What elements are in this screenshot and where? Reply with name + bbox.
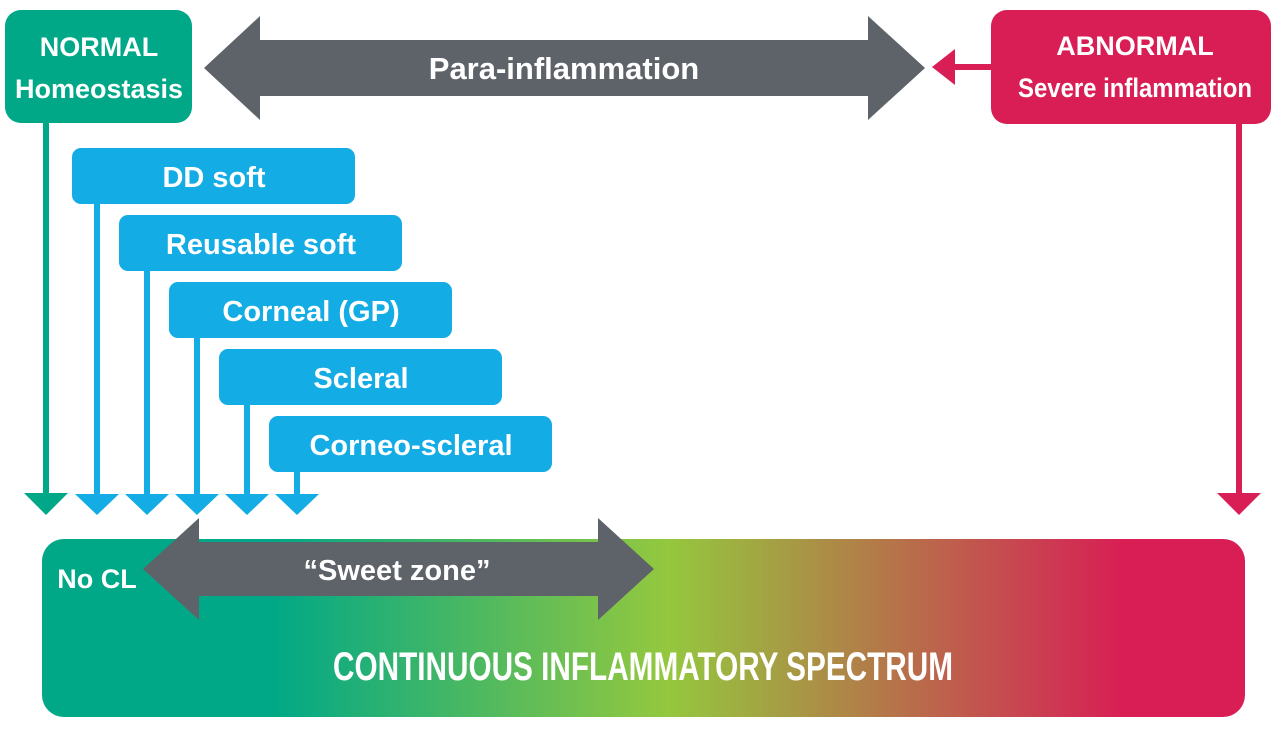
lens-box (219, 349, 502, 405)
lens-box (72, 148, 355, 204)
lens-box (119, 215, 402, 271)
lens-arrow-head (125, 494, 169, 515)
lens-box-corneo-scleral: Corneo-scleral (269, 416, 552, 515)
lens-box (169, 282, 452, 338)
normal-box (5, 10, 192, 123)
lens-box-reusable-soft: Reusable soft (119, 215, 402, 515)
normal-title: NORMAL (40, 32, 158, 62)
para-inflammation-arrow (204, 16, 925, 120)
lens-arrow-head (275, 494, 319, 515)
para-inflammation-label: Para-inflammation (429, 51, 699, 86)
normal-arrow-head (24, 493, 68, 515)
lens-label: Reusable soft (166, 229, 356, 261)
no-cl-label: No CL (57, 564, 136, 594)
lens-box-corneal-gp: Corneal (GP) (169, 282, 452, 515)
lens-box (269, 416, 552, 472)
abnormal-subtitle: Severe inflammation (1018, 73, 1252, 103)
lens-arrow-head (175, 494, 219, 515)
lens-box-scleral: Scleral (219, 349, 502, 515)
abnormal-left-arrow-head (932, 49, 955, 85)
abnormal-arrow-head (1217, 493, 1261, 515)
normal-subtitle: Homeostasis (15, 74, 183, 104)
lens-box-dd-soft: DD soft (72, 148, 355, 515)
sweet-zone-arrow (143, 518, 654, 620)
lens-arrow-head (75, 494, 119, 515)
lens-arrow-head (225, 494, 269, 515)
lens-label: Scleral (313, 363, 408, 395)
abnormal-title: ABNORMAL (1056, 31, 1213, 61)
lens-label: Corneo-scleral (309, 430, 512, 462)
lens-label: DD soft (162, 162, 265, 194)
spectrum-title: CONTINUOUS INFLAMMATORY SPECTRUM (333, 645, 953, 689)
abnormal-box (991, 10, 1271, 124)
sweet-zone-label: “Sweet zone” (304, 555, 491, 587)
lens-label: Corneal (GP) (222, 296, 399, 328)
